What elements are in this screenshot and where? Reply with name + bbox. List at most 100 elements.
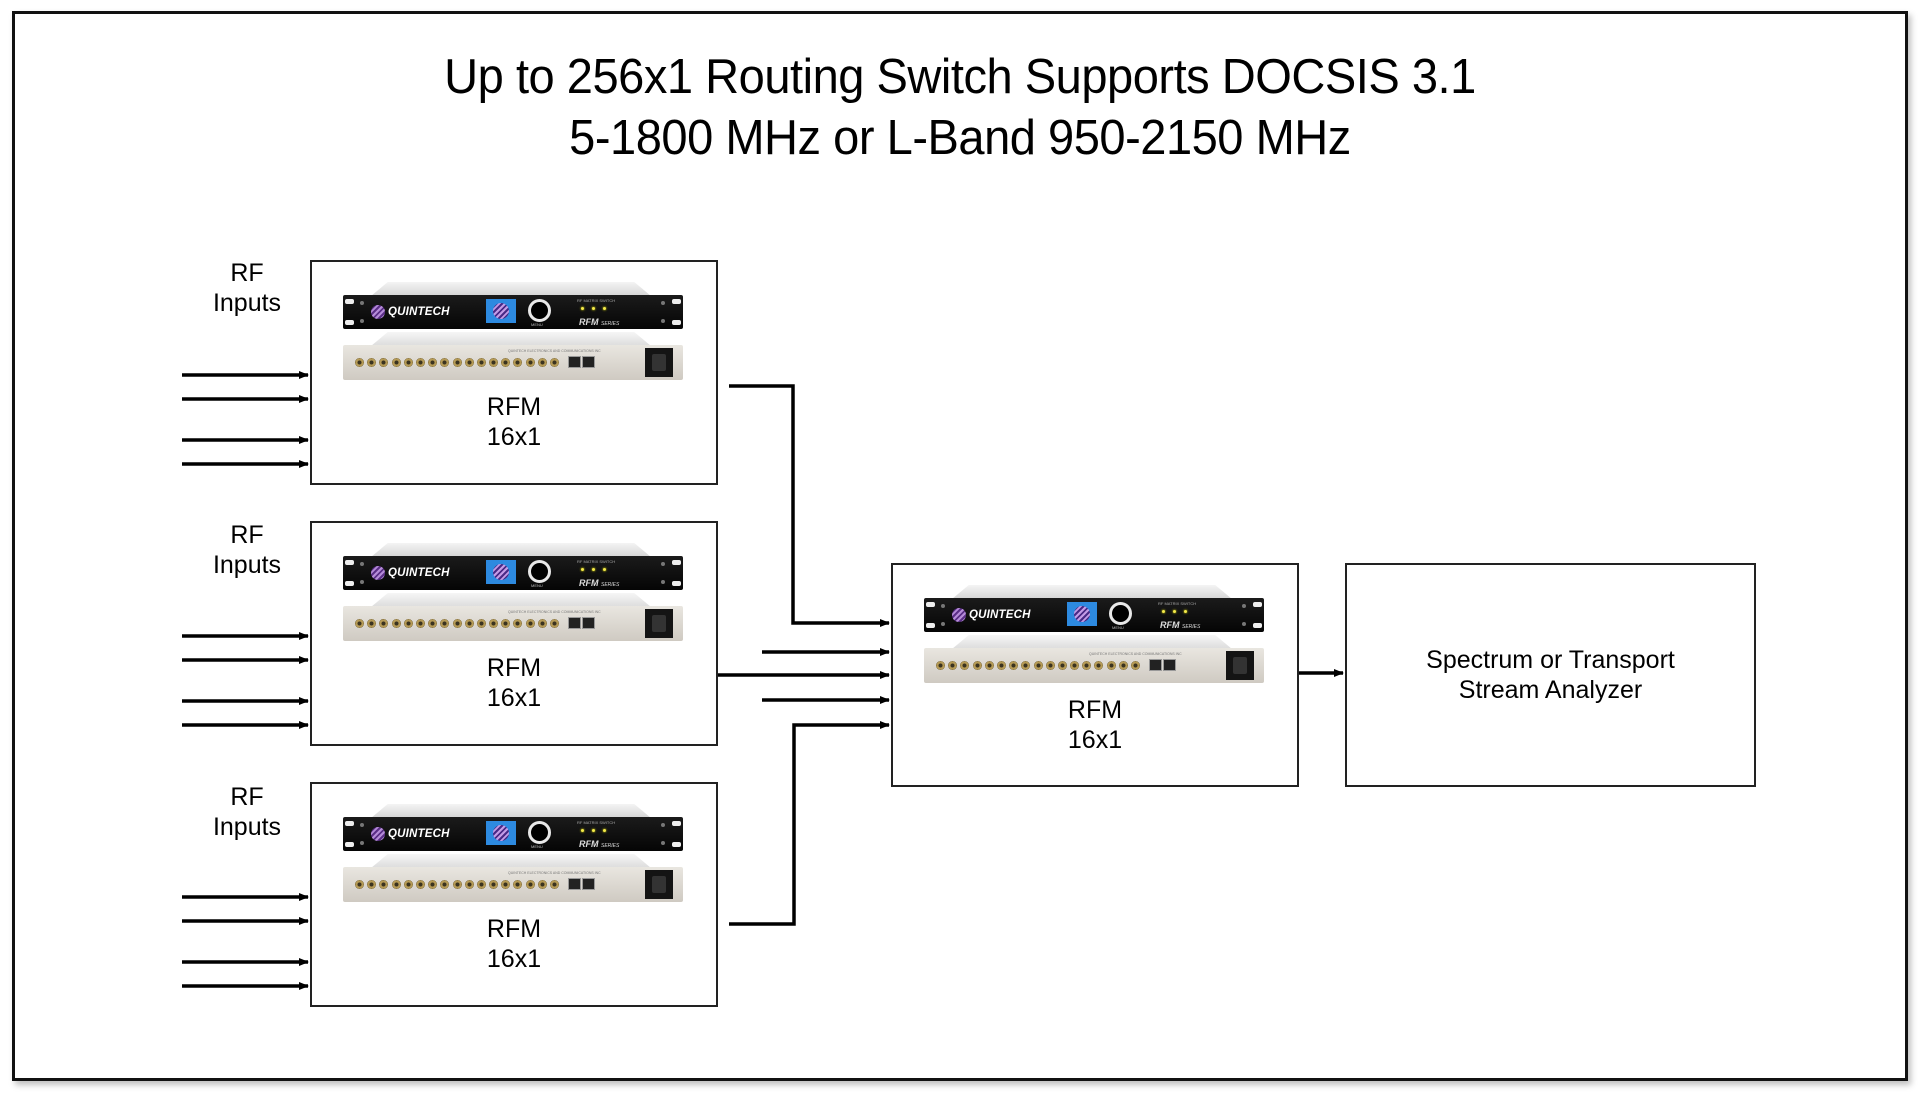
bnc-connector-icon: [550, 880, 559, 889]
bnc-connector-icon: [452, 619, 462, 628]
bnc-connector-icon: [1070, 661, 1080, 670]
brand-name: QUINTECH: [969, 609, 1031, 621]
bnc-connector-icon: [379, 880, 389, 889]
bnc-connector-icon: [1118, 661, 1128, 670]
rack-ear: [1253, 623, 1262, 628]
screw: [360, 841, 364, 845]
rj45-port-icon: [582, 617, 595, 629]
screw: [360, 823, 364, 827]
rf-connector-row: [355, 619, 559, 628]
rj45-port-icon: [568, 356, 581, 368]
bnc-connector-icon: [948, 661, 958, 670]
quintech-logo-icon: [371, 566, 385, 580]
screw: [360, 301, 364, 305]
series-badge: RFM SERIES: [579, 839, 620, 849]
rj45-port-icon: [582, 878, 595, 890]
rf-label-line1: RF: [230, 259, 264, 287]
manufacturer-text: QUINTECH ELECTRONICS AND COMMUNICATIONS …: [1089, 652, 1182, 656]
rf-inputs-label-1: RF Inputs: [187, 258, 307, 318]
rj45-port-icon: [568, 617, 581, 629]
device-front-top-face: [371, 804, 651, 818]
power-inlet-icon: [645, 348, 673, 377]
rack-ear: [672, 581, 681, 586]
bnc-connector-icon: [391, 880, 401, 889]
bnc-connector-icon: [440, 880, 450, 889]
rack-ear: [345, 581, 354, 586]
bnc-connector-icon: [1033, 661, 1043, 670]
bnc-connector-icon: [379, 619, 389, 628]
device-rear-panel: QUINTECH ELECTRONICS AND COMMUNICATIONS …: [343, 606, 683, 641]
bnc-connector-icon: [1009, 661, 1019, 670]
bnc-connector-icon: [513, 880, 523, 889]
control-knob-icon: [528, 821, 551, 844]
rj45-port-icon: [1149, 659, 1162, 671]
bnc-connector-icon: [476, 358, 486, 367]
series-badge: RFM SERIES: [579, 317, 620, 327]
panel-heading: RF MATRIX SWITCH: [577, 559, 616, 564]
bnc-connector-icon: [501, 619, 511, 628]
device-rear-panel: QUINTECH ELECTRONICS AND COMMUNICATIONS …: [343, 345, 683, 380]
screw: [1242, 604, 1246, 608]
bnc-connector-icon: [464, 880, 474, 889]
bnc-connector-icon: [1045, 661, 1055, 670]
screw: [360, 319, 364, 323]
device-rear-top-face: [371, 854, 651, 868]
display-screen: [486, 821, 516, 845]
rj45-port-icon: [568, 878, 581, 890]
bnc-connector-icon: [415, 358, 425, 367]
bnc-connector-icon: [391, 358, 401, 367]
rack-ear: [672, 299, 681, 304]
quintech-logo-icon: [371, 305, 385, 319]
analyzer-box[interactable]: Spectrum or Transport Stream Analyzer: [1345, 563, 1756, 787]
bnc-connector-icon: [464, 358, 474, 367]
rack-ear: [1253, 602, 1262, 607]
device-front-top-face: [371, 543, 651, 557]
device-front-panel: QUINTECH MENU RF MATRIX SWITCH RFM SERIES: [343, 295, 683, 329]
screw: [661, 562, 665, 566]
bnc-connector-icon: [550, 619, 559, 628]
status-led-icon: [1173, 610, 1176, 613]
bnc-connector-icon: [537, 880, 547, 889]
bnc-connector-icon: [367, 880, 377, 889]
brand-logo: QUINTECH: [952, 608, 1031, 622]
bnc-connector-icon: [489, 880, 499, 889]
screw: [661, 301, 665, 305]
status-led-icon: [603, 568, 606, 571]
bnc-connector-icon: [525, 358, 535, 367]
rj45-port-icon: [1163, 659, 1176, 671]
panel-heading: RF MATRIX SWITCH: [577, 820, 616, 825]
device-front-top-face: [371, 282, 651, 296]
status-led-icon: [581, 307, 584, 310]
bnc-connector-icon: [960, 661, 970, 670]
display-screen: [1067, 602, 1097, 626]
bnc-connector-icon: [415, 880, 425, 889]
manufacturer-text: QUINTECH ELECTRONICS AND COMMUNICATIONS …: [508, 349, 601, 353]
control-knob-icon: [528, 299, 551, 322]
knob-label: MENU: [531, 322, 543, 327]
manufacturer-text: QUINTECH ELECTRONICS AND COMMUNICATIONS …: [508, 871, 601, 875]
device-rear-top-face: [371, 332, 651, 346]
quintech-logo-icon: [371, 827, 385, 841]
bnc-connector-icon: [537, 619, 547, 628]
bnc-connector-icon: [428, 880, 438, 889]
bnc-connector-icon: [476, 880, 486, 889]
panel-heading: RF MATRIX SWITCH: [577, 298, 616, 303]
rf-label-line2: Inputs: [212, 551, 282, 579]
bnc-connector-icon: [1094, 661, 1104, 670]
bnc-connector-icon: [525, 880, 535, 889]
panel-heading: RF MATRIX SWITCH: [1158, 601, 1197, 606]
module-size: 16x1: [486, 945, 542, 973]
rack-ear: [672, 560, 681, 565]
knob-label: MENU: [531, 583, 543, 588]
analyzer-label: Spectrum or Transport Stream Analyzer: [1347, 565, 1754, 785]
module-size: 16x1: [486, 684, 542, 712]
bnc-connector-icon: [440, 619, 450, 628]
screw: [360, 562, 364, 566]
screw: [661, 319, 665, 323]
brand-logo: QUINTECH: [371, 305, 450, 319]
